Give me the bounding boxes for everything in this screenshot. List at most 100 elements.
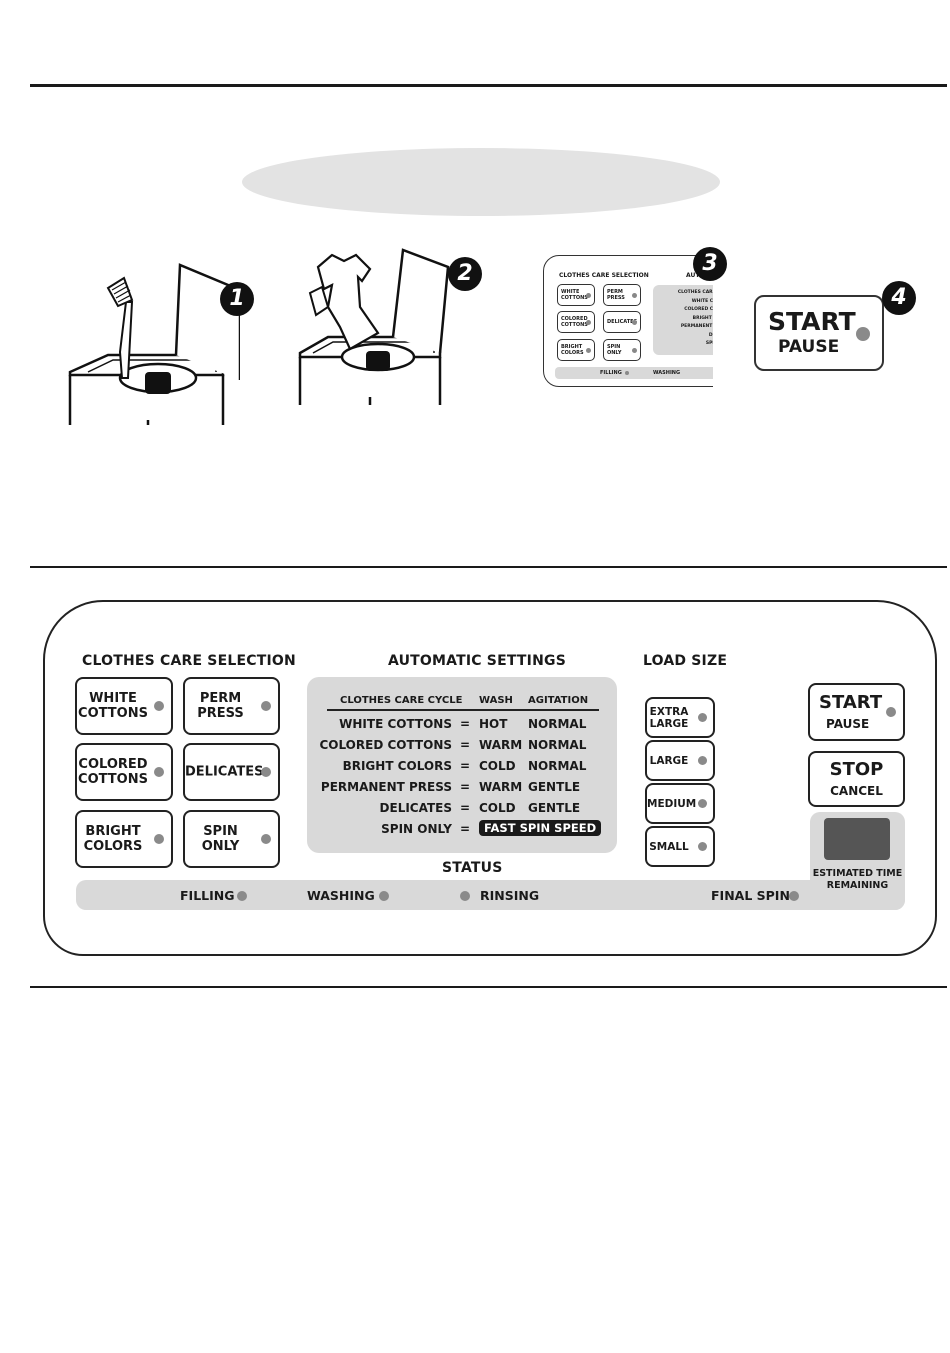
clothes-care-selection-title: CLOTHES CARE SELECTION xyxy=(82,653,296,669)
mini-bright-colors-button: BRIGHT COLORS xyxy=(557,339,595,361)
mini-clothes-care-title: CLOTHES CARE SELECTION xyxy=(559,272,649,279)
status-rinsing: RINSING xyxy=(480,888,540,903)
small-label: SMALL xyxy=(649,840,689,853)
equals-cell: = xyxy=(460,780,471,794)
bottom-rule xyxy=(30,986,947,988)
step-1-badge: 1 xyxy=(220,282,254,316)
estimated-time-label: ESTIMATED TIME xyxy=(812,868,903,879)
mini-status-washing: WASHING xyxy=(653,370,681,376)
extra-large-led xyxy=(698,713,707,722)
spin-only-button[interactable]: SPIN ONLY xyxy=(183,810,280,868)
mini-auto-row: PERMANENT PRES xyxy=(680,324,713,329)
automatic-settings-title: AUTOMATIC SETTINGS xyxy=(388,653,566,669)
load-size-title: LOAD SIZE xyxy=(643,653,728,669)
equals-cell: = xyxy=(460,801,471,815)
mini-status-bar: FILLING WASHING xyxy=(555,367,713,379)
automatic-settings-table: CLOTHES CARE CYCLE WASH AGITATION WHITE … xyxy=(307,677,617,853)
start-label: START xyxy=(819,692,883,713)
wash-cell: COLD xyxy=(479,801,516,815)
mini-auto-settings-box: CLOTHES CARE CYC WHITE COTTO COLORED COT… xyxy=(653,285,713,355)
cycle-cell: PERMANENT PRESS xyxy=(320,780,452,794)
fast-spin-speed-badge: FAST SPIN SPEED xyxy=(479,820,602,836)
cycle-cell: SPIN ONLY xyxy=(381,822,452,836)
load-large-button[interactable]: LARGE xyxy=(645,740,715,781)
wash-cell: WARM xyxy=(479,738,523,752)
load-medium-button[interactable]: MEDIUM xyxy=(645,783,715,824)
agitation-cell: NORMAL xyxy=(528,759,587,773)
large-label: LARGE xyxy=(649,754,689,767)
agitation-cell: GENTLE xyxy=(528,801,581,815)
estimated-time-display: ESTIMATED TIME REMAINING xyxy=(810,812,905,910)
colored-cottons-led xyxy=(154,767,164,777)
step-2-badge: 2 xyxy=(448,257,482,291)
load-small-button[interactable]: SMALL xyxy=(645,826,715,867)
rinsing-led xyxy=(460,891,470,901)
perm-press-button[interactable]: PERM PRESS xyxy=(183,677,280,735)
bright-colors-button[interactable]: BRIGHT COLORS xyxy=(75,810,173,868)
final-spin-led xyxy=(789,891,799,901)
mini-auto-row: CLOTHES CARE CYC xyxy=(677,290,713,295)
agitation-cell: NORMAL xyxy=(528,738,587,752)
mini-auto-title: AUTO xyxy=(686,272,705,279)
extra-large-label: EXTRA LARGE xyxy=(649,705,689,730)
mini-filling-led xyxy=(625,371,629,375)
mini-auto-row: SPIN ON xyxy=(705,341,713,346)
mini-white-cottons-button: WHITE COTTONS xyxy=(557,284,595,306)
delicates-led xyxy=(261,767,271,777)
header-divider xyxy=(327,709,599,711)
white-cottons-button[interactable]: WHITE COTTONS xyxy=(75,677,173,735)
time-display-screen xyxy=(824,818,890,860)
stop-cancel-button[interactable]: STOP CANCEL xyxy=(808,751,905,807)
perm-press-led xyxy=(261,701,271,711)
white-cottons-label: WHITE COTTONS xyxy=(78,691,148,721)
load-extra-large-button[interactable]: EXTRA LARGE xyxy=(645,697,715,738)
washer-add-detergent-illustration xyxy=(68,263,240,425)
wash-cell: HOT xyxy=(479,717,508,731)
medium-label: MEDIUM xyxy=(647,797,697,810)
large-led xyxy=(698,756,707,765)
mini-spin-only-button: SPIN ONLY xyxy=(603,339,641,361)
mini-auto-row: DELICA xyxy=(708,332,713,338)
pause-label: PAUSE xyxy=(778,337,840,357)
small-led xyxy=(698,842,707,851)
status-bar: FILLING WASHING RINSING FINAL SPIN xyxy=(76,880,905,910)
table-row: DELICATES = COLD GENTLE xyxy=(307,801,617,822)
stop-label: STOP xyxy=(829,759,884,780)
equals-cell: = xyxy=(460,738,471,752)
mini-perm-press-button: PERM PRESS xyxy=(603,284,641,306)
wash-column-header: WASH xyxy=(479,695,513,706)
cycle-cell: BRIGHT COLORS xyxy=(342,759,452,773)
mini-auto-row: WHITE COTTO xyxy=(691,298,713,304)
cycle-cell: DELICATES xyxy=(379,801,452,815)
mini-auto-row: COLORED COTTO xyxy=(684,307,713,312)
perm-press-label: PERM PRESS xyxy=(197,691,244,721)
status-title: STATUS xyxy=(442,860,503,876)
start-indicator-led xyxy=(856,327,870,341)
table-row: SPIN ONLY=FAST SPIN SPEED xyxy=(307,820,617,843)
cancel-label: CANCEL xyxy=(830,784,883,798)
status-washing: WASHING xyxy=(307,888,375,903)
start-led xyxy=(886,707,896,717)
step-3-badge: 3 xyxy=(693,247,727,281)
delicates-button[interactable]: DELICATES xyxy=(183,743,280,801)
equals-cell: = xyxy=(460,717,471,731)
colored-cottons-button[interactable]: COLORED COTTONS xyxy=(75,743,173,801)
bright-colors-led xyxy=(154,834,164,844)
pause-label: PAUSE xyxy=(826,717,870,731)
start-label: START xyxy=(768,307,856,336)
start-pause-button[interactable]: START PAUSE xyxy=(808,683,905,741)
cycle-column-header: CLOTHES CARE CYCLE xyxy=(340,695,463,706)
white-cottons-led xyxy=(154,701,164,711)
status-final-spin: FINAL SPIN xyxy=(711,888,790,903)
mini-control-panel: CLOTHES CARE SELECTION AUTO WHITE COTTON… xyxy=(543,255,713,400)
equals-cell: = xyxy=(460,759,471,773)
mini-auto-row: BRIGHT COLO xyxy=(692,315,713,321)
filling-led xyxy=(237,891,247,901)
agitation-column-header: AGITATION xyxy=(528,695,589,706)
status-filling: FILLING xyxy=(180,888,235,903)
cycle-cell: WHITE COTTONS xyxy=(339,717,452,731)
